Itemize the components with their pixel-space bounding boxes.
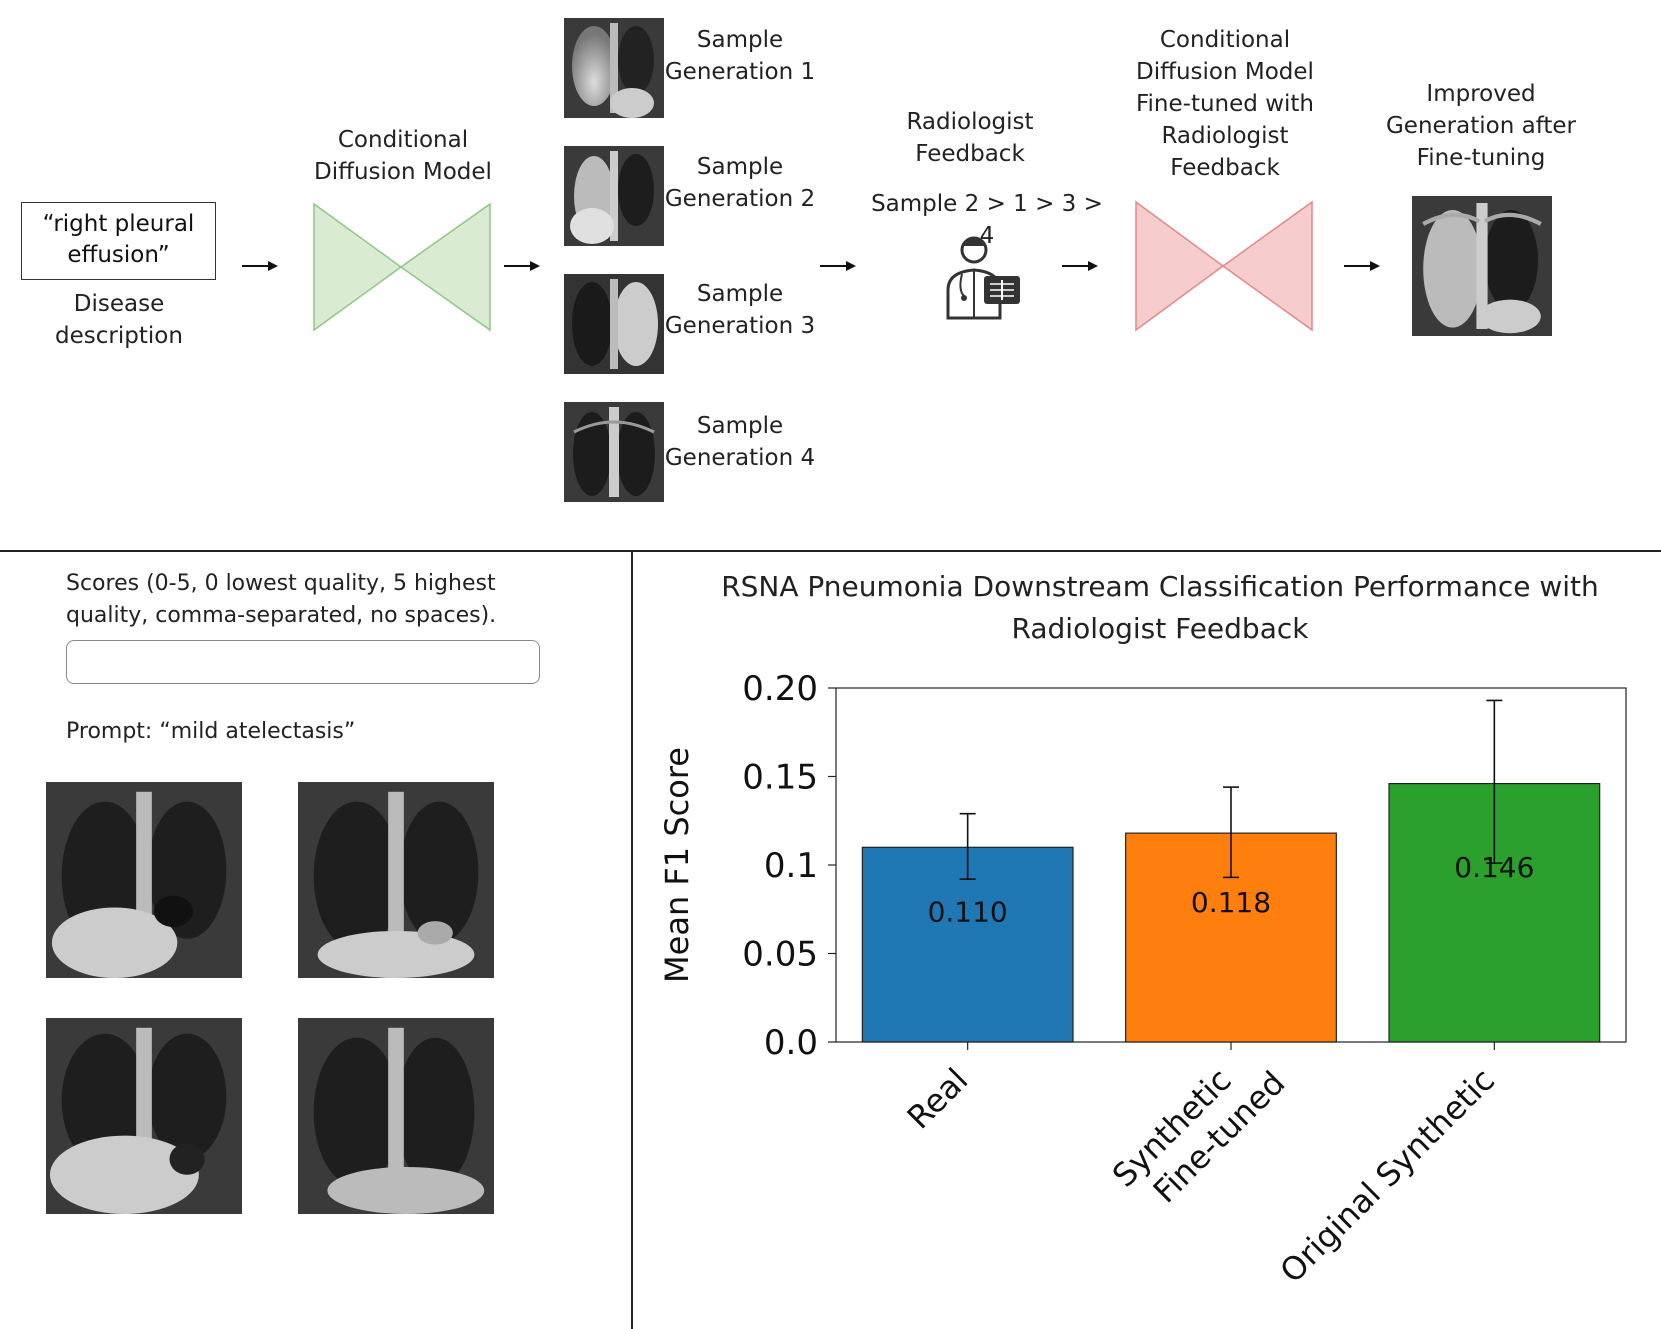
improved-generation-label: Improved Generation after Fine-tuning (1385, 81, 1577, 171)
arrow-icon (1062, 261, 1098, 271)
scoring-xray-4 (298, 1018, 494, 1214)
y-tick-label: 0.1 (764, 846, 818, 886)
ranking-text: Sample 2 > 1 > 3 > 4 (871, 191, 1103, 249)
scoring-xray-2 (298, 782, 494, 978)
finetuned-model-shape (1135, 200, 1313, 332)
arrow-icon (820, 261, 856, 271)
chart-title: RSNA Pneumonia Downstream Classification… (721, 570, 1599, 645)
y-tick-label: 0.05 (742, 935, 818, 975)
horizontal-divider (0, 550, 1661, 552)
disease-description-text: “right pleural effusion” (42, 211, 195, 268)
sample-label-1: Sample Generation 1 (664, 27, 816, 85)
arrow-icon (504, 261, 540, 271)
radiologist-feedback-label: Radiologist Feedback (906, 109, 1034, 167)
data-label: 0.146 (1454, 851, 1534, 884)
sample-xray-1 (564, 18, 664, 118)
arrow-icon (242, 261, 278, 271)
data-label: 0.110 (928, 896, 1008, 929)
sample-label-2: Sample Generation 2 (664, 154, 816, 212)
sample-xray-2 (564, 146, 664, 246)
y-tick-label: 0.15 (742, 758, 818, 798)
scoring-xray-1 (46, 782, 242, 978)
disease-description-caption: Disease description (55, 291, 183, 349)
vertical-divider (631, 551, 633, 1329)
scores-input[interactable] (66, 640, 540, 684)
scoring-xray-3 (46, 1018, 242, 1214)
y-tick-label: 0.20 (742, 669, 818, 709)
x-tick-label: Real (900, 1061, 976, 1137)
radiologist-icon (946, 236, 1020, 320)
finetuned-model-label: Conditional Diffusion Model Fine-tuned w… (1135, 27, 1314, 181)
arrow-icon (1344, 261, 1380, 271)
model-label: Conditional Diffusion Model (314, 127, 492, 185)
sample-xray-3 (564, 274, 664, 374)
prompt-text: Prompt: “mild atelectasis” (66, 719, 356, 744)
data-label: 0.118 (1191, 886, 1271, 919)
sample-xray-4 (564, 402, 664, 502)
y-axis-label: Mean F1 Score (658, 747, 696, 983)
improved-xray (1412, 196, 1552, 336)
diffusion-model-shape (313, 202, 491, 332)
x-tick-label: Original Synthetic (1273, 1061, 1502, 1290)
sample-label-4: Sample Generation 4 (664, 413, 816, 471)
scores-instructions: Scores (0-5, 0 lowest quality, 5 highest… (66, 571, 497, 628)
x-tick-label: SyntheticFine-tuned (1105, 1035, 1292, 1222)
disease-description-box: “right pleural effusion” (21, 202, 216, 280)
sample-label-3: Sample Generation 3 (664, 281, 816, 339)
y-tick-label: 0.0 (764, 1023, 818, 1063)
